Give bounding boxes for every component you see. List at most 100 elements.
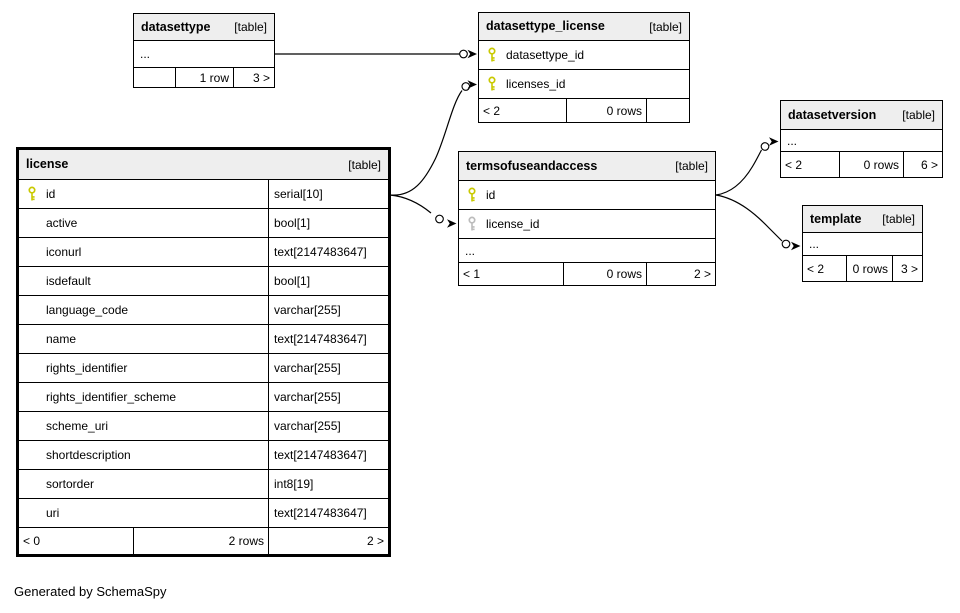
column-row: licenses_id (479, 70, 689, 99)
footer-parents: < 2 (483, 103, 501, 118)
column-name: rights_identifier (46, 361, 128, 375)
footer-row-count: 1 row (175, 68, 233, 87)
table-name: termsofuseandaccess (466, 158, 598, 173)
column-type: text[2147483647] (268, 441, 388, 469)
column-row: datasettype_id (479, 41, 689, 70)
column-name: scheme_uri (46, 419, 109, 433)
column-type: varchar[255] (268, 383, 388, 411)
columns-ellipsis: ... (459, 239, 715, 263)
column-row: active bool[1] (19, 209, 388, 238)
column-row: rights_identifier varchar[255] (19, 354, 388, 383)
footer-row-count: 2 rows (133, 528, 268, 554)
footer-parents (134, 68, 175, 87)
table-name: datasetversion (788, 107, 877, 122)
table-name: license (26, 157, 69, 172)
arrowhead-icon (467, 49, 477, 59)
ellipsis-text: ... (465, 243, 476, 258)
column-row: rights_identifier_scheme varchar[255] (19, 383, 388, 412)
column-row: iconurl text[2147483647] (19, 238, 388, 267)
relationship-line (715, 149, 763, 196)
footer-children: 6 > (903, 152, 942, 177)
column-name: iconurl (46, 245, 82, 259)
columns-ellipsis: ... (803, 233, 922, 256)
column-row: id (459, 181, 715, 210)
column-type: bool[1] (268, 267, 388, 295)
column-row: scheme_uri varchar[255] (19, 412, 388, 441)
column-row: name text[2147483647] (19, 325, 388, 354)
table-type-tag: [table] (234, 20, 267, 34)
fk-connector-termsofuseandaccess-to-template (715, 194, 801, 251)
column-name: shortdescription (46, 448, 131, 462)
column-type: varchar[255] (268, 412, 388, 440)
footer-row-count: 0 rows (566, 99, 646, 122)
column-type: int8[19] (268, 470, 388, 498)
column-row: sortorder int8[19] (19, 470, 388, 499)
column-type: varchar[255] (268, 296, 388, 324)
table-termsofuseandaccess[interactable]: termsofuseandaccess [table] id license_i… (458, 151, 716, 286)
relationship-line (389, 194, 432, 214)
arrowhead-icon (791, 241, 801, 251)
table-datasettype_license[interactable]: datasettype_license [table] datasettype_… (478, 12, 690, 123)
foreign-key-icon (468, 216, 476, 231)
footer-parents: < 2 (807, 261, 825, 276)
column-row: license_id (459, 210, 715, 239)
table-footer: < 2 0 rows 6 > (781, 152, 942, 177)
table-template[interactable]: template [table] ... < 2 0 rows 3 > (802, 205, 923, 282)
primary-key-icon (488, 47, 496, 62)
columns-ellipsis: ... (781, 130, 942, 152)
fk-connector-license-to-datasettype_license (389, 80, 477, 196)
footer-parents: < 0 (23, 534, 41, 548)
generated-by-note: Generated by SchemaSpy (14, 584, 167, 599)
table-datasetversion[interactable]: datasetversion [table] ... < 2 0 rows 6 … (780, 100, 943, 178)
column-row: isdefault bool[1] (19, 267, 388, 296)
column-row: language_code varchar[255] (19, 296, 388, 325)
column-name: license_id (486, 217, 540, 231)
fk-connector-datasettype-to-datasettype_license (275, 49, 477, 59)
table-header[interactable]: datasetversion [table] (781, 101, 942, 130)
column-type: text[2147483647] (268, 238, 388, 266)
ellipsis-text: ... (787, 133, 798, 148)
table-header[interactable]: datasettype [table] (134, 14, 274, 41)
table-header[interactable]: datasettype_license [table] (479, 13, 689, 41)
table-footer: 1 row 3 > (134, 68, 274, 87)
primary-key-icon (28, 186, 36, 201)
table-header[interactable]: termsofuseandaccess [table] (459, 152, 715, 181)
table-header[interactable]: template [table] (803, 206, 922, 233)
zero-cardinality-circle-icon (459, 49, 468, 59)
column-row: uri text[2147483647] (19, 499, 388, 528)
column-name: rights_identifier_scheme (46, 390, 177, 404)
footer-children: 2 > (646, 263, 715, 285)
table-license[interactable]: license [table] id serial[10] active boo… (16, 147, 391, 557)
table-footer: < 2 0 rows 3 > (803, 256, 922, 281)
table-footer: < 1 0 rows 2 > (459, 263, 715, 285)
arrowhead-icon (447, 219, 457, 228)
table-type-tag: [table] (649, 19, 682, 34)
relationship-line (389, 90, 463, 196)
column-type: text[2147483647] (268, 325, 388, 353)
column-name: name (46, 332, 77, 346)
column-row: id serial[10] (19, 180, 388, 209)
ellipsis-text: ... (140, 47, 151, 61)
column-name: language_code (46, 303, 129, 317)
column-name: id (46, 187, 56, 201)
table-datasettype[interactable]: datasettype [table] ... 1 row 3 > (133, 13, 275, 88)
footer-row-count: 0 rows (846, 256, 892, 281)
zero-cardinality-circle-icon (781, 239, 791, 249)
footer-children: 3 > (233, 68, 274, 87)
table-header[interactable]: license [table] (19, 150, 388, 180)
column-type: text[2147483647] (268, 499, 388, 527)
footer-children: 2 > (268, 528, 388, 554)
column-name: uri (46, 506, 60, 520)
fk-connector-license-to-termsofuseandaccess (389, 194, 457, 228)
arrowhead-icon (769, 137, 779, 146)
table-name: datasettype (141, 19, 211, 34)
zero-cardinality-circle-icon (760, 142, 770, 151)
zero-cardinality-circle-icon (435, 214, 444, 224)
zero-cardinality-circle-icon (461, 82, 471, 91)
table-name: datasettype_license (486, 19, 605, 34)
column-name: isdefault (46, 274, 91, 288)
table-footer: < 2 0 rows (479, 99, 689, 122)
table-type-tag: [table] (348, 157, 381, 172)
column-name: sortorder (46, 477, 95, 491)
